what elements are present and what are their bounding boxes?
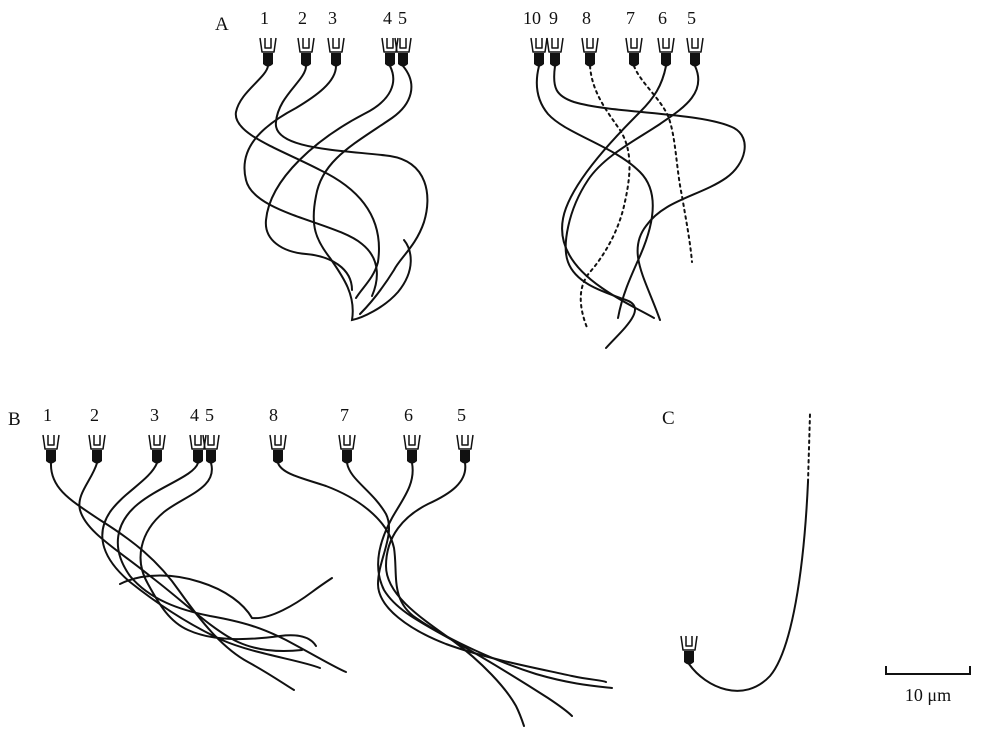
panel-b-number-6: 6 (404, 405, 413, 425)
panel-a-number-4: 4 (383, 8, 392, 28)
panel-b-number-4: 4 (190, 405, 199, 425)
panel-b-label: B (8, 409, 21, 430)
panel-a-number-9: 9 (549, 8, 558, 28)
basal-body-icon (298, 38, 314, 67)
panel-a-number-7: 7 (626, 8, 635, 28)
basal-body-icon (328, 38, 344, 67)
panel-b-left-cilia (51, 463, 346, 690)
basal-body-icon (149, 435, 165, 464)
panel-a-number-1: 1 (260, 8, 269, 28)
panel-a-left-cilia (236, 66, 428, 320)
basal-body-icon (687, 38, 703, 67)
panel-a-number-8: 8 (582, 8, 591, 28)
cilium-b-5b (386, 463, 524, 726)
panel-a-number-5b: 5 (687, 8, 696, 28)
panel-a-number-10: 10 (523, 8, 541, 28)
panel-a-number-3: 3 (328, 8, 337, 28)
panel-a-basal-bodies (260, 38, 703, 67)
scale-bar-line (886, 666, 970, 674)
panel-b-number-3: 3 (150, 405, 159, 425)
panel-b-number-7: 7 (340, 405, 349, 425)
basal-body-icon (404, 435, 420, 464)
panel-a-number-6: 6 (658, 8, 667, 28)
scale-bar-label: 10 μm (905, 685, 951, 705)
panel-b-basal-bodies (43, 435, 473, 464)
cilium-a-9 (554, 66, 745, 320)
panel-c: C (662, 408, 810, 691)
scale-bar: 10 μm (886, 666, 970, 705)
cilium-a-5 (314, 66, 412, 320)
cilium-b-8 (278, 463, 612, 688)
panel-a: A 1 2 3 4 5 10 9 8 7 6 5 (215, 8, 745, 348)
basal-body-icon (681, 636, 697, 665)
panel-b-number-5b: 5 (457, 405, 466, 425)
panel-a-label: A (215, 14, 229, 35)
basal-body-icon (260, 38, 276, 67)
panel-b-right-cilia (278, 463, 612, 726)
panel-b-number-2: 2 (90, 405, 99, 425)
panel-b-number-1: 1 (43, 405, 52, 425)
basal-body-icon (457, 435, 473, 464)
cilium-c (689, 482, 808, 691)
basal-body-icon (547, 38, 563, 67)
basal-body-icon (270, 435, 286, 464)
basal-body-icon (626, 38, 642, 67)
panel-a-number-2: 2 (298, 8, 307, 28)
cilium-b-6 (378, 463, 572, 716)
basal-body-icon (89, 435, 105, 464)
panel-c-label: C (662, 408, 675, 429)
basal-body-icon (658, 38, 674, 67)
cilium-b-5 (141, 463, 316, 646)
cilium-b-5x (120, 576, 332, 619)
panel-b-number-5: 5 (205, 405, 214, 425)
basal-body-icon (339, 435, 355, 464)
cilium-a-10 (537, 66, 653, 318)
panel-a-right-cilia (537, 66, 745, 348)
cilium-c-dotted-tip (808, 414, 810, 482)
panel-b-number-8: 8 (269, 405, 278, 425)
panel-a-number-5: 5 (398, 8, 407, 28)
cilium-a-3 (244, 66, 376, 296)
basal-body-icon (531, 38, 547, 67)
basal-body-icon (582, 38, 598, 67)
panel-b: B 1 2 3 4 5 8 7 6 5 (8, 405, 612, 726)
basal-body-icon (43, 435, 59, 464)
